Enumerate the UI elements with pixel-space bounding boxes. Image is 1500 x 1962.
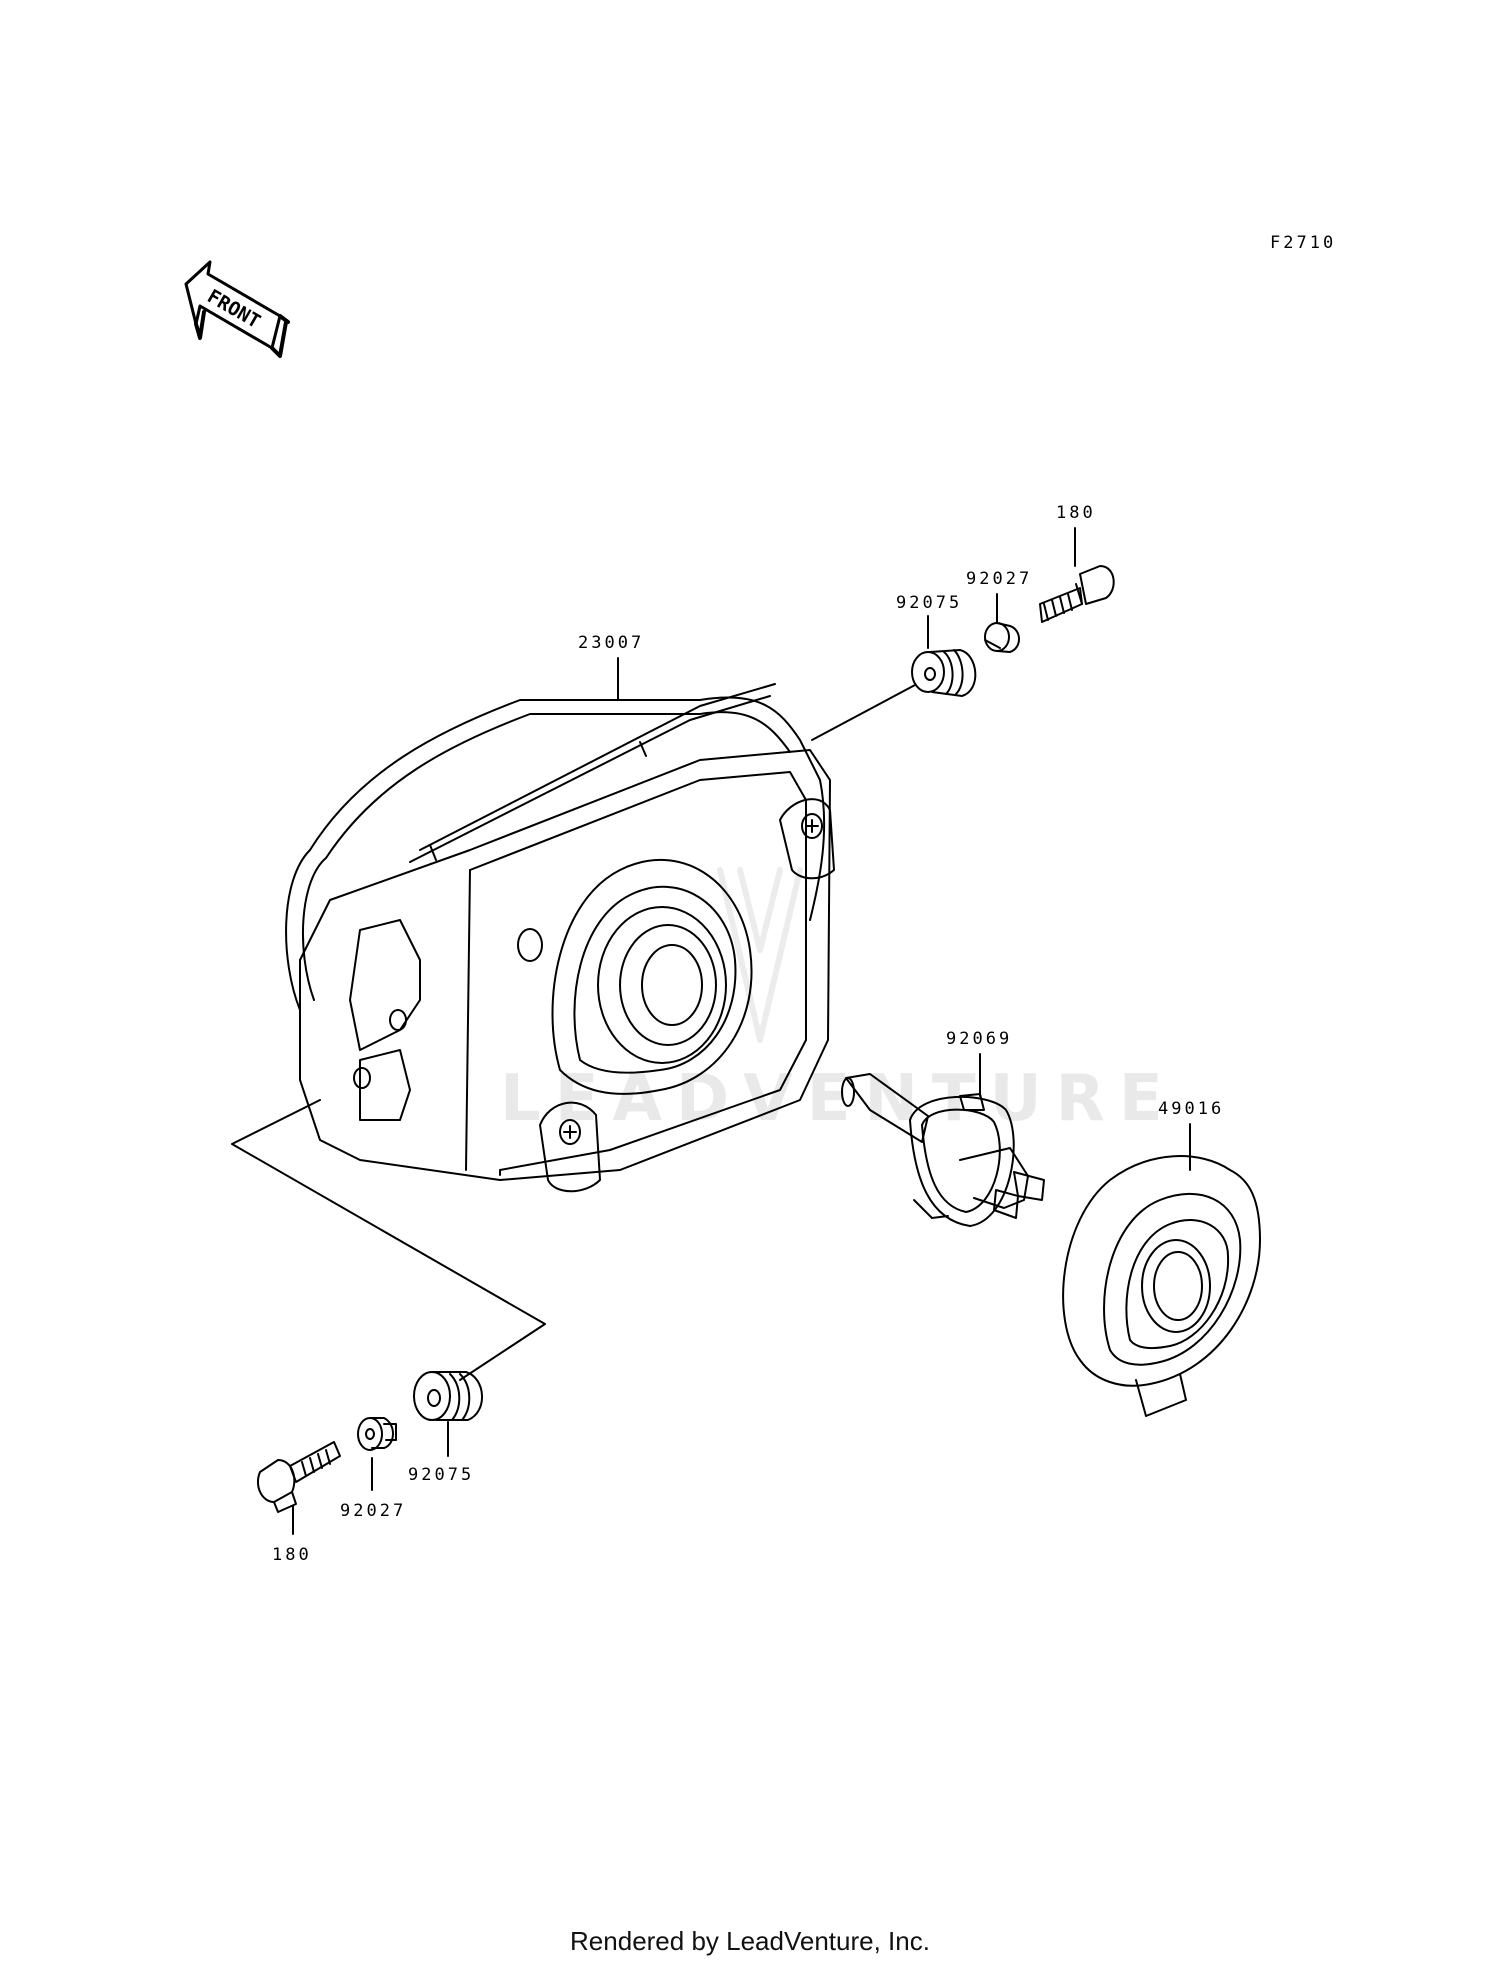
footer-credit: Rendered by LeadVenture, Inc. xyxy=(570,1926,930,1956)
part-label-collar-top: 92027 xyxy=(966,569,1032,589)
bolt-top xyxy=(1039,565,1115,623)
part-label-grommet-top: 92075 xyxy=(896,593,962,613)
front-arrow: FRONT xyxy=(184,260,290,358)
headlight-assembly xyxy=(285,657,835,1193)
part-label-dust-cover: 49016 xyxy=(1158,1099,1224,1119)
watermark-text: LEADVENTURE xyxy=(500,1062,1177,1136)
watermark-logo-icon xyxy=(717,867,803,1043)
leader-bottom-mount xyxy=(231,1099,546,1381)
collar-top xyxy=(984,622,1020,653)
part-label-grommet-bottom: 92075 xyxy=(408,1465,474,1485)
figure-code: F2710 xyxy=(1270,233,1336,253)
bolt-bottom xyxy=(256,1441,341,1513)
watermark: LEADVENTURE xyxy=(500,867,1177,1136)
bulb xyxy=(841,1073,1045,1227)
grommet-bottom xyxy=(413,1371,483,1421)
part-label-bolt-top: 180 xyxy=(1056,503,1096,523)
front-arrow-icon xyxy=(184,260,282,350)
collar-bottom xyxy=(357,1417,397,1451)
part-label-bulb: 92069 xyxy=(946,1029,1012,1049)
part-label-headlight: 23007 xyxy=(578,633,644,653)
part-label-collar-bottom: 92027 xyxy=(340,1501,406,1521)
grommet-top xyxy=(911,649,977,697)
leader-top-mount xyxy=(811,684,916,741)
part-label-bolt-bottom: 180 xyxy=(272,1545,312,1565)
dust-cover xyxy=(1062,1155,1261,1417)
